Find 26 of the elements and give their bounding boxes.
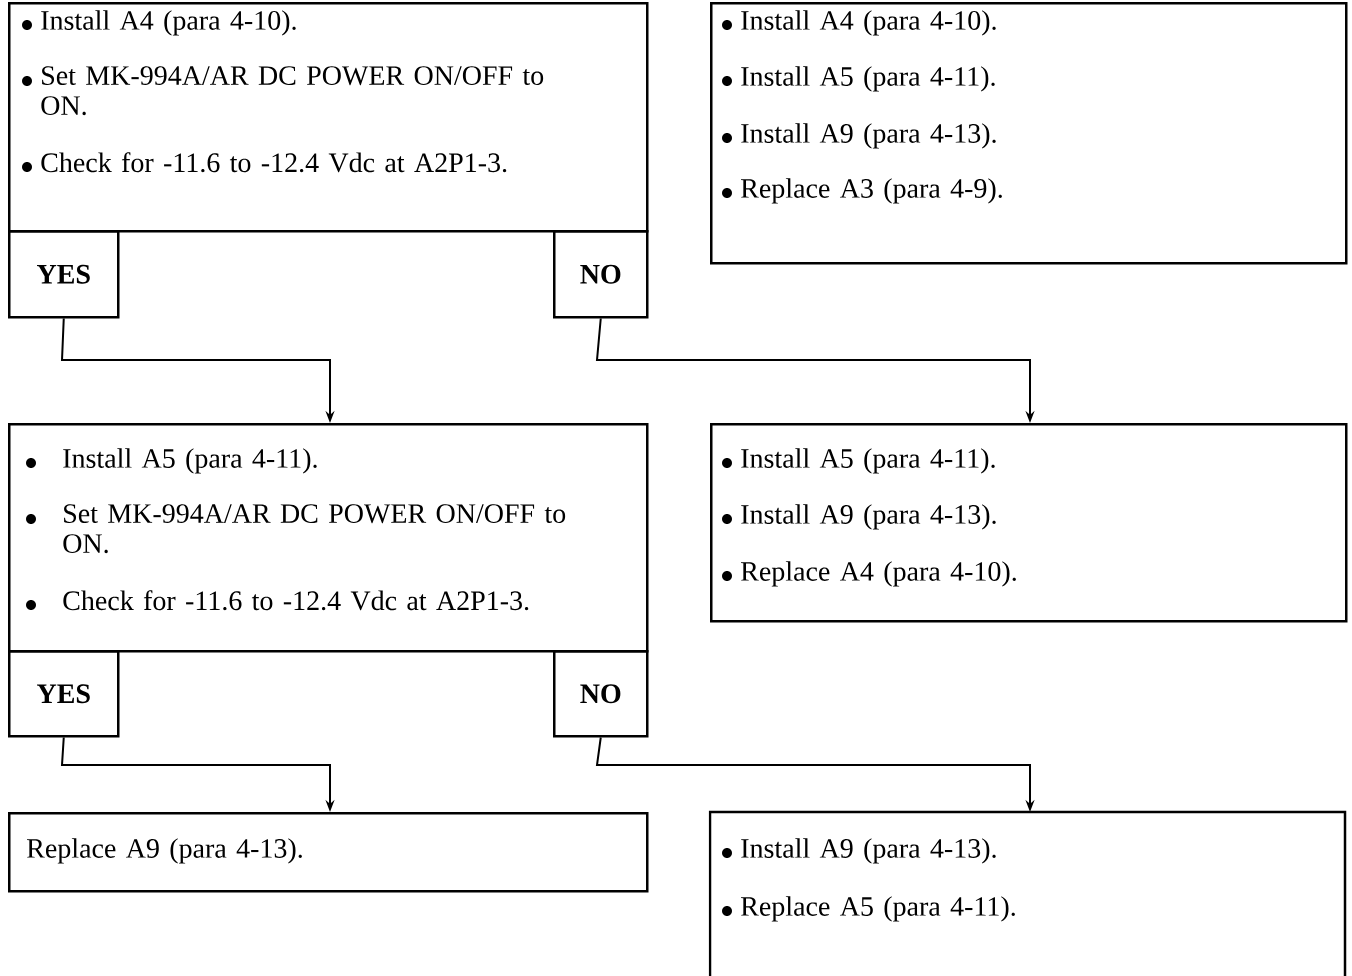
step-text: Install A4 (para 4-10). — [741, 10, 996, 36]
step-text: Check for -11.6 to -12.4 Vdc at A2P1-3. — [63, 590, 529, 611]
step-text: Install A9 (para 4-13). — [741, 504, 996, 530]
step-text: Replace A4 (para 4-10). — [741, 561, 1016, 587]
answer-box: YES — [8, 230, 120, 319]
step-text: Set MK-994A/AR DC POWER ON/OFF to ON. — [41, 66, 544, 116]
step-box — [708, 810, 1347, 976]
step-text: Set MK-994A/AR DC POWER ON/OFF to ON. — [63, 504, 566, 554]
step-box — [8, 423, 649, 653]
step-text: Install A5 (para 4-11). — [741, 448, 995, 474]
step-text: Replace A5 (para 4-11). — [741, 896, 1015, 922]
answer-box: NO — [553, 650, 649, 738]
step-box — [8, 2, 649, 233]
step-text: Install A9 (para 4-13). — [741, 838, 996, 864]
step-text: Replace A9 (para 4-13). — [27, 838, 302, 864]
step-text: Replace A3 (para 4-9). — [741, 178, 1002, 204]
step-text: Install A9 (para 4-13). — [741, 123, 996, 149]
step-text: Install A5 (para 4-11). — [741, 66, 995, 92]
step-text: Check for -11.6 to -12.4 Vdc at A2P1-3. — [41, 152, 507, 173]
step-text: Install A4 (para 4-10). — [41, 10, 296, 36]
step-text: Install A5 (para 4-11). — [63, 448, 317, 474]
answer-box: YES — [8, 650, 120, 738]
step-box — [8, 812, 649, 893]
step-box — [710, 423, 1348, 623]
step-box — [710, 2, 1348, 265]
answer-box: NO — [553, 230, 649, 319]
